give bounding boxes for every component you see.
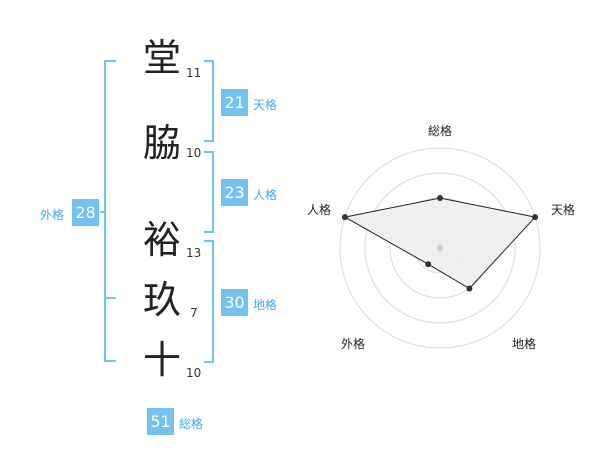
radar-ring	[339, 147, 541, 349]
chikaku-badge: 30	[221, 289, 248, 316]
radar-point-2	[466, 285, 473, 292]
jinkaku-bracket	[204, 151, 214, 233]
radar-label-soukaku: 総格	[428, 124, 453, 138]
name-char-3: 裕	[142, 218, 181, 262]
radar-ring	[364, 172, 516, 324]
gaikaku-bracket-connector	[100, 211, 106, 213]
chikaku-bracket	[204, 240, 214, 363]
radar-label-chikaku: 地格	[512, 337, 537, 351]
name-char-2: 脇	[142, 121, 181, 165]
soukaku-label: 総格	[179, 417, 204, 431]
stroke-count-1: 11	[186, 66, 202, 80]
radar-label-tenkaku: 天格	[551, 203, 576, 217]
stroke-count-2: 10	[186, 146, 202, 160]
name-char-1: 堂	[142, 36, 181, 80]
radar-point-3	[425, 261, 432, 268]
tenkaku-bracket	[204, 60, 214, 142]
chikaku-label: 地格	[253, 298, 278, 312]
gaikaku-badge: 28	[72, 199, 99, 226]
tenkaku-badge: 21	[221, 89, 248, 116]
soukaku-badge: 51	[147, 408, 174, 435]
stroke-count-5: 10	[186, 366, 202, 380]
radar-series-area	[343, 197, 537, 290]
gaikaku-label: 外格	[40, 208, 65, 222]
jinkaku-label: 人格	[253, 188, 278, 202]
radar-point-4	[341, 214, 348, 221]
radar-label-jinkaku: 人格	[307, 203, 332, 217]
radar-center-dot	[437, 245, 443, 251]
gaikaku-bracket-tick	[104, 297, 116, 299]
radar-label-gaikaku: 外格	[341, 337, 366, 351]
name-char-5: 十	[142, 338, 181, 382]
stroke-count-4: 7	[190, 306, 198, 320]
radar-point-0	[437, 195, 443, 201]
stroke-count-3: 13	[186, 246, 202, 260]
name-char-4: 玖	[142, 278, 181, 322]
tenkaku-label: 天格	[253, 98, 278, 112]
radar-point-1	[532, 214, 539, 221]
jinkaku-badge: 23	[221, 179, 248, 206]
